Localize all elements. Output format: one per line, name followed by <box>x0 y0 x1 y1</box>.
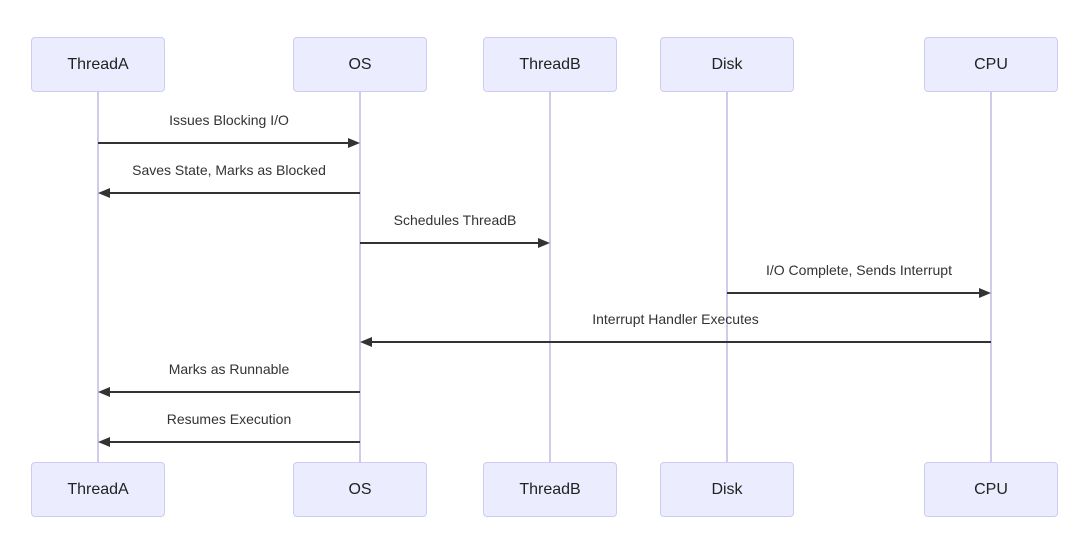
participant-box-threada-top: ThreadA <box>31 37 165 92</box>
arrowhead-right-icon <box>348 138 360 148</box>
arrowhead-left-icon <box>98 437 110 447</box>
arrowhead-right-icon <box>979 288 991 298</box>
message-label-interrupt-handler: Interrupt Handler Executes <box>592 311 759 327</box>
message-label-schedules-threadb: Schedules ThreadB <box>393 212 517 228</box>
message-arrow-resumes-execution <box>98 437 360 447</box>
participant-box-disk-bottom: Disk <box>660 462 794 517</box>
lifeline-cpu <box>990 92 992 462</box>
message-label-io-complete: I/O Complete, Sends Interrupt <box>766 262 952 278</box>
participant-box-os-top: OS <box>293 37 427 92</box>
participant-box-cpu-bottom: CPU <box>924 462 1058 517</box>
participant-box-threadb-bottom: ThreadB <box>483 462 617 517</box>
lifeline-threada <box>97 92 99 462</box>
message-label-saves-state: Saves State, Marks as Blocked <box>132 162 326 178</box>
message-arrow-interrupt-handler <box>360 337 991 347</box>
participant-box-threada-bottom: ThreadA <box>31 462 165 517</box>
lifeline-os <box>359 92 361 462</box>
message-label-marks-runnable: Marks as Runnable <box>168 361 290 377</box>
message-arrow-saves-state <box>98 188 360 198</box>
message-arrow-issues-blocking-io <box>98 138 360 148</box>
arrowhead-left-icon <box>98 188 110 198</box>
lifeline-threadb <box>549 92 551 462</box>
participant-box-os-bottom: OS <box>293 462 427 517</box>
message-label-issues-blocking-io: Issues Blocking I/O <box>169 112 289 128</box>
message-arrow-io-complete <box>727 288 991 298</box>
participant-box-cpu-top: CPU <box>924 37 1058 92</box>
message-arrow-schedules-threadb <box>360 238 550 248</box>
participant-box-threadb-top: ThreadB <box>483 37 617 92</box>
message-label-resumes-execution: Resumes Execution <box>166 411 292 427</box>
arrowhead-left-icon <box>360 337 372 347</box>
arrowhead-right-icon <box>538 238 550 248</box>
participant-box-disk-top: Disk <box>660 37 794 92</box>
lifeline-disk <box>726 92 728 462</box>
message-arrow-marks-runnable <box>98 387 360 397</box>
arrowhead-left-icon <box>98 387 110 397</box>
